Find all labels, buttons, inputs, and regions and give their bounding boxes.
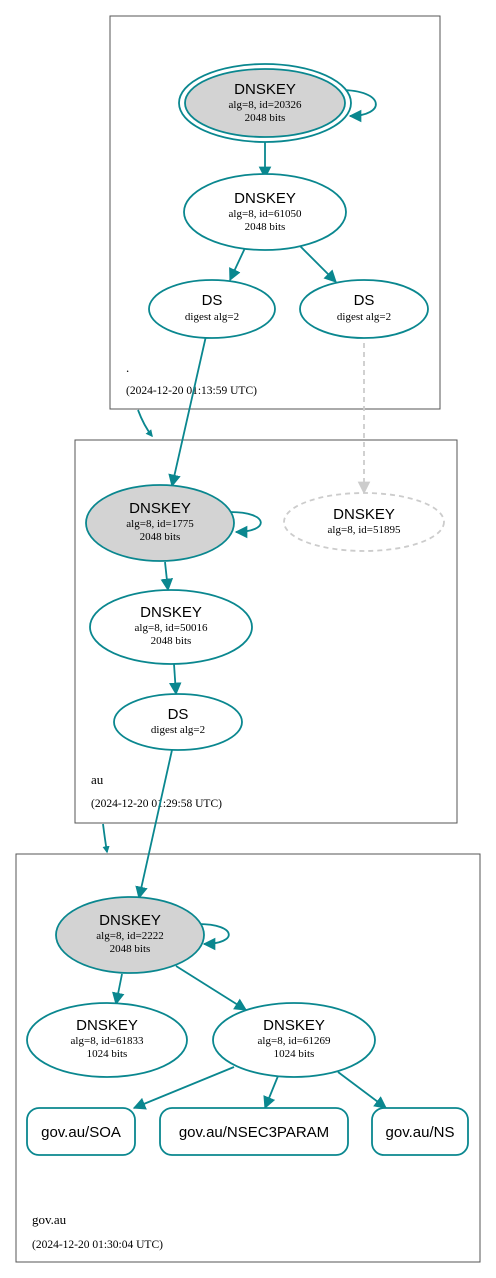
node-algorithm-id: alg=8, id=1775 (126, 518, 194, 530)
node-title: DS (354, 292, 375, 309)
edge-gov-zsk2-soa (132, 1066, 235, 1110)
node-digest-alg: digest alg=2 (185, 311, 239, 323)
gov-zsk1-node[interactable]: DNSKEY alg=8, id=61833 1024 bits (26, 1002, 188, 1078)
node-algorithm-id: alg=8, id=61269 (258, 1035, 331, 1047)
gov-ns-record[interactable]: gov.au/NS (371, 1107, 469, 1156)
edge-root-ksk-self (339, 89, 377, 123)
node-title: DS (168, 706, 189, 723)
delegation-arrow-root-au (137, 409, 153, 438)
node-key-size: 2048 bits (245, 221, 286, 233)
node-key-size: 2048 bits (245, 112, 286, 124)
node-title: DNSKEY (140, 604, 202, 621)
zone-gov-au-label: gov.au (32, 1212, 67, 1227)
record-label: gov.au/NSEC3PARAM (179, 1124, 329, 1141)
delegation-arrow-au-gov (102, 823, 110, 854)
edge-gov-ksk-zsk1 (112, 973, 125, 1006)
node-key-size: 1024 bits (87, 1048, 128, 1060)
zone-gov-au-timestamp: (2024-12-20 01:30:04 UTC) (32, 1239, 163, 1251)
edge-gov-zsk2-nsec3param (263, 1075, 279, 1110)
node-key-size: 2048 bits (110, 943, 151, 955)
node-algorithm-id: alg=8, id=61833 (71, 1035, 144, 1047)
au-zsk-node[interactable]: DNSKEY alg=8, id=50016 2048 bits (89, 589, 253, 665)
node-algorithm-id: alg=8, id=50016 (135, 622, 208, 634)
root-ds2-node[interactable]: DS digest alg=2 (299, 279, 429, 339)
record-label: gov.au/SOA (41, 1124, 121, 1141)
zone-root-timestamp: (2024-12-20 01:13:59 UTC) (126, 385, 257, 397)
edge-root-zsk-ds1 (229, 247, 246, 282)
zone-au-label: au (91, 772, 104, 787)
node-digest-alg: digest alg=2 (151, 724, 205, 736)
node-key-size: 2048 bits (151, 635, 192, 647)
au-ds-node[interactable]: DS digest alg=2 (113, 693, 243, 751)
edge-root-zsk-ds2 (299, 245, 337, 283)
root-ds1-node[interactable]: DS digest alg=2 (148, 279, 276, 339)
edge-au-ds-gov-ksk (135, 749, 173, 900)
node-algorithm-id: alg=8, id=20326 (229, 99, 302, 111)
gov-zsk2-node[interactable]: DNSKEY alg=8, id=61269 1024 bits (212, 1002, 376, 1078)
root-zsk-node[interactable]: DNSKEY alg=8, id=61050 2048 bits (183, 173, 347, 251)
node-title: DS (202, 292, 223, 309)
edge-gov-ksk-zsk2 (175, 965, 248, 1011)
node-key-size: 1024 bits (274, 1048, 315, 1060)
gov-soa-record[interactable]: gov.au/SOA (26, 1107, 136, 1156)
au-ksk-node[interactable]: DNSKEY alg=8, id=1775 2048 bits (85, 484, 235, 562)
edge-root-ds1-au-ksk (168, 335, 207, 488)
node-algorithm-id: alg=8, id=61050 (229, 208, 302, 220)
edge-au-ksk-self (229, 511, 262, 539)
node-title: DNSKEY (129, 500, 191, 517)
edge-au-zsk-ds (168, 663, 182, 696)
edge-gov-ksk-self (197, 923, 230, 951)
node-key-size: 2048 bits (140, 531, 181, 543)
node-algorithm-id: alg=8, id=2222 (96, 930, 163, 942)
root-ksk-node[interactable]: DNSKEY alg=8, id=20326 2048 bits (178, 63, 352, 143)
node-digest-alg: digest alg=2 (337, 311, 391, 323)
edge-gov-zsk2-ns (337, 1071, 388, 1109)
node-algorithm-id: alg=8, id=51895 (328, 524, 401, 536)
record-label: gov.au/NS (386, 1124, 455, 1141)
node-title: DNSKEY (234, 190, 296, 207)
gov-nsec3param-record[interactable]: gov.au/NSEC3PARAM (159, 1107, 349, 1156)
gov-ksk-node[interactable]: DNSKEY alg=8, id=2222 2048 bits (55, 896, 205, 974)
au-missing-dnskey-node[interactable]: DNSKEY alg=8, id=51895 (283, 492, 445, 552)
node-title: DNSKEY (234, 81, 296, 98)
edge-au-ksk-zsk (160, 561, 174, 592)
zone-root-label: . (126, 360, 129, 375)
node-title: DNSKEY (333, 506, 395, 523)
zone-au-timestamp: (2024-12-20 01:29:58 UTC) (91, 798, 222, 810)
node-title: DNSKEY (263, 1017, 325, 1034)
node-title: DNSKEY (99, 912, 161, 929)
node-title: DNSKEY (76, 1017, 138, 1034)
